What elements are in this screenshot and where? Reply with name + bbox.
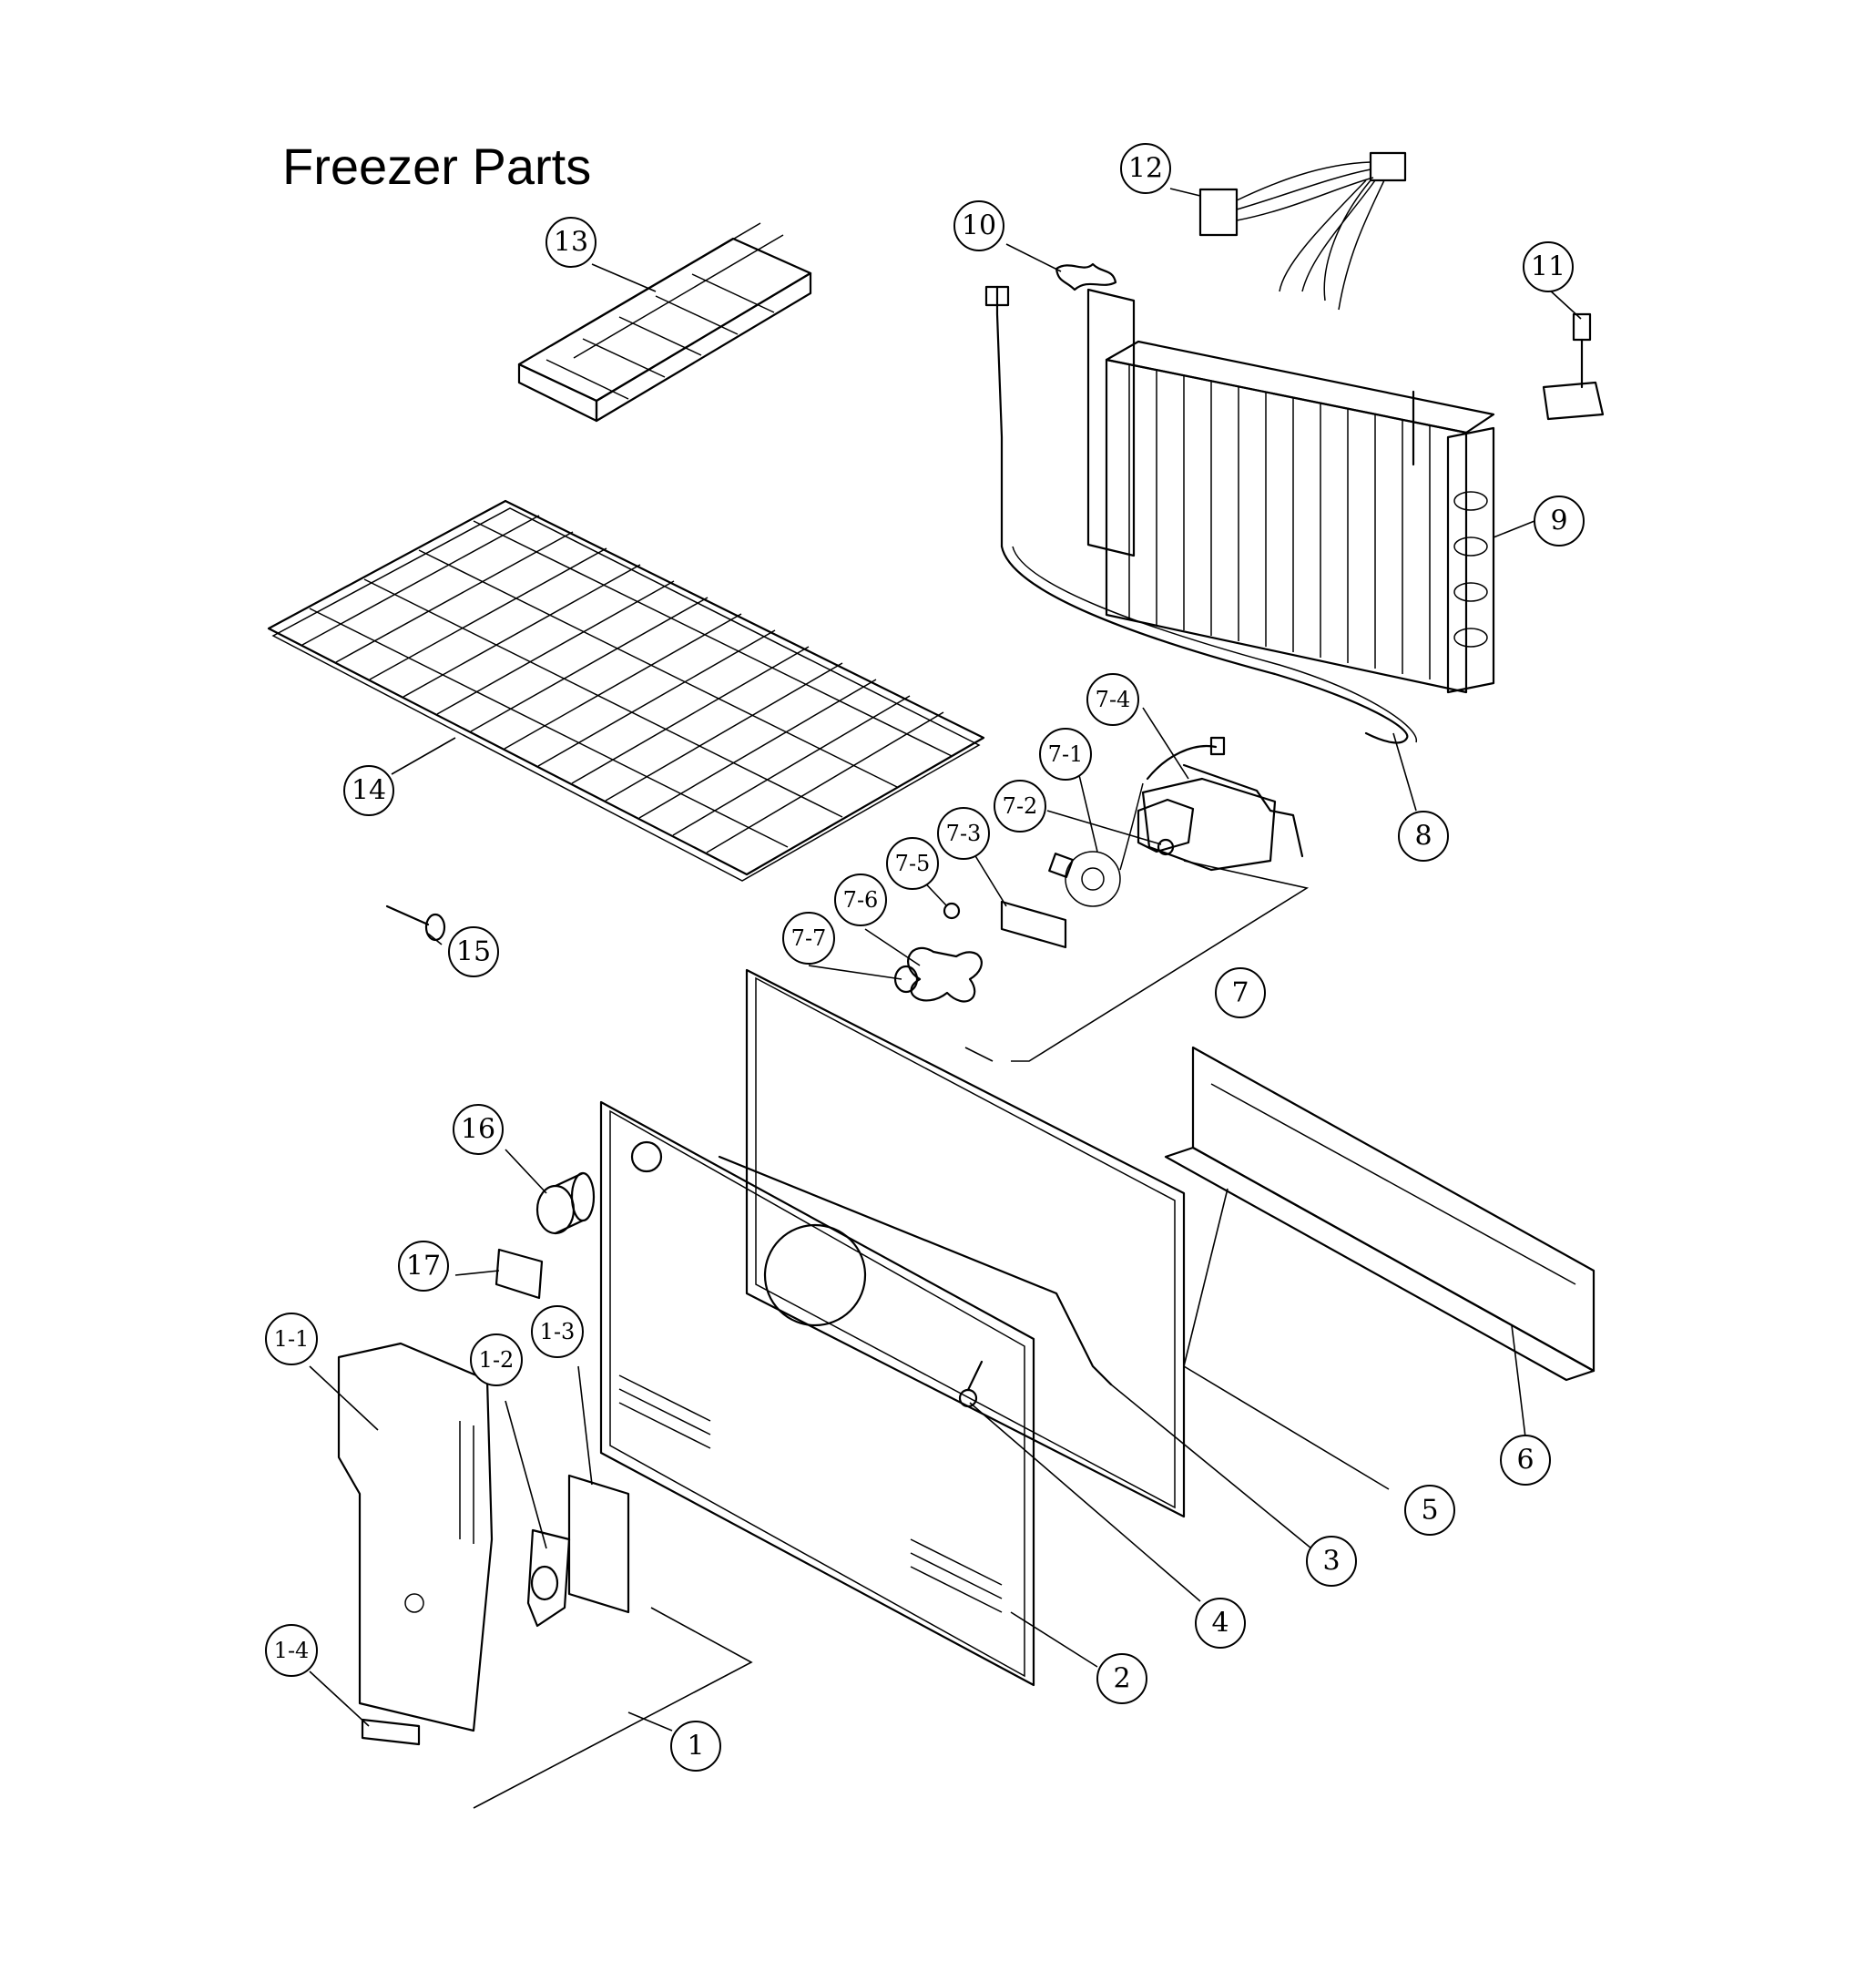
- callout-9-label: 9: [1550, 506, 1567, 537]
- duct-part-3: [718, 1155, 1113, 1386]
- knob-part-16: [535, 1171, 596, 1235]
- callout-1-3-label: 1-3: [540, 1319, 576, 1344]
- callout-2[interactable]: 2: [1096, 1653, 1147, 1704]
- callouts: 1 1-1 1-2 1-3 1-4 2 3 4 5 6 7 7-1 7-2 7-…: [265, 143, 1585, 1772]
- callout-1-4[interactable]: 1-4: [265, 1624, 318, 1677]
- callout-11[interactable]: 11: [1523, 241, 1574, 292]
- callout-13-label: 13: [554, 227, 588, 259]
- callout-6-label: 6: [1516, 1445, 1534, 1476]
- callout-1-3[interactable]: 1-3: [531, 1305, 584, 1358]
- callout-8-label: 8: [1414, 821, 1432, 853]
- callout-1-1[interactable]: 1-1: [265, 1313, 318, 1365]
- gasket-part-5: [745, 968, 1186, 1518]
- assembly-bracket-lines: [473, 860, 1310, 1809]
- callout-3-label: 3: [1322, 1546, 1340, 1578]
- cover-part-17: [494, 1248, 544, 1300]
- sensor-part-11: [1542, 312, 1605, 421]
- callout-8[interactable]: 8: [1398, 811, 1449, 862]
- callout-7[interactable]: 7: [1215, 967, 1266, 1018]
- callout-7-1[interactable]: 7-1: [1039, 728, 1092, 781]
- callout-4-label: 4: [1211, 1608, 1229, 1640]
- callout-17[interactable]: 17: [398, 1241, 449, 1292]
- callout-10[interactable]: 10: [953, 200, 1004, 251]
- callout-14[interactable]: 14: [343, 765, 394, 816]
- clip-part-10: [1055, 262, 1117, 291]
- wire-shelf-part-14: [267, 499, 985, 882]
- callout-7-5[interactable]: 7-5: [886, 837, 939, 890]
- pin-part-15: [385, 904, 446, 942]
- callout-5-label: 5: [1421, 1495, 1438, 1527]
- callout-7-7-label: 7-7: [791, 925, 827, 951]
- callout-7-2-label: 7-2: [1003, 793, 1038, 819]
- callout-1-1-label: 1-1: [274, 1326, 310, 1352]
- fan-motor-assembly-part-7: [893, 736, 1304, 1003]
- fan-shroud-part-1: [337, 1342, 630, 1746]
- leader-lines: [309, 188, 1582, 1732]
- callout-7-2[interactable]: 7-2: [994, 780, 1046, 833]
- callout-7-7[interactable]: 7-7: [782, 912, 835, 965]
- back-panel-part-2: [599, 1100, 1035, 1687]
- tube-part-8: [1000, 545, 1417, 744]
- callout-10-label: 10: [962, 210, 996, 242]
- callout-1-4-label: 1-4: [274, 1638, 310, 1663]
- callout-1-label: 1: [687, 1731, 704, 1762]
- callout-3[interactable]: 3: [1306, 1536, 1357, 1587]
- callout-12[interactable]: 12: [1120, 143, 1171, 194]
- callout-13[interactable]: 13: [545, 217, 596, 268]
- callout-14-label: 14: [352, 775, 386, 807]
- callout-1[interactable]: 1: [670, 1721, 721, 1772]
- callout-11-label: 11: [1531, 251, 1565, 283]
- callout-16-label: 16: [461, 1114, 495, 1146]
- callout-17-label: 17: [406, 1251, 441, 1282]
- callout-7-5-label: 7-5: [895, 851, 931, 876]
- wire-harness-part-12: [1198, 151, 1407, 311]
- ice-tray-part-13: [517, 222, 812, 423]
- callout-7-1-label: 7-1: [1048, 741, 1084, 767]
- callout-4[interactable]: 4: [1195, 1598, 1246, 1649]
- callout-7-6-label: 7-6: [843, 887, 879, 913]
- callout-2-label: 2: [1113, 1663, 1130, 1695]
- callout-15-label: 15: [456, 936, 491, 968]
- callout-12-label: 12: [1128, 153, 1163, 185]
- evaporator-part-9: [984, 285, 1495, 694]
- callout-7-4-label: 7-4: [1096, 687, 1131, 712]
- rail-bracket-part-6: [1164, 1046, 1596, 1382]
- screw-part-4: [958, 1360, 984, 1408]
- callout-7-6[interactable]: 7-6: [834, 874, 887, 926]
- callout-7-3[interactable]: 7-3: [937, 807, 990, 860]
- callout-7-label: 7: [1231, 977, 1249, 1009]
- callout-7-4[interactable]: 7-4: [1086, 673, 1139, 726]
- callout-9[interactable]: 9: [1534, 496, 1585, 547]
- callout-6[interactable]: 6: [1500, 1435, 1551, 1486]
- callout-15[interactable]: 15: [448, 926, 499, 977]
- callout-16[interactable]: 16: [453, 1104, 504, 1155]
- callout-7-3-label: 7-3: [946, 821, 982, 846]
- callout-1-2-label: 1-2: [479, 1347, 515, 1373]
- callout-5[interactable]: 5: [1404, 1485, 1455, 1536]
- page-title: Freezer Parts: [282, 138, 592, 195]
- callout-1-2[interactable]: 1-2: [470, 1333, 523, 1386]
